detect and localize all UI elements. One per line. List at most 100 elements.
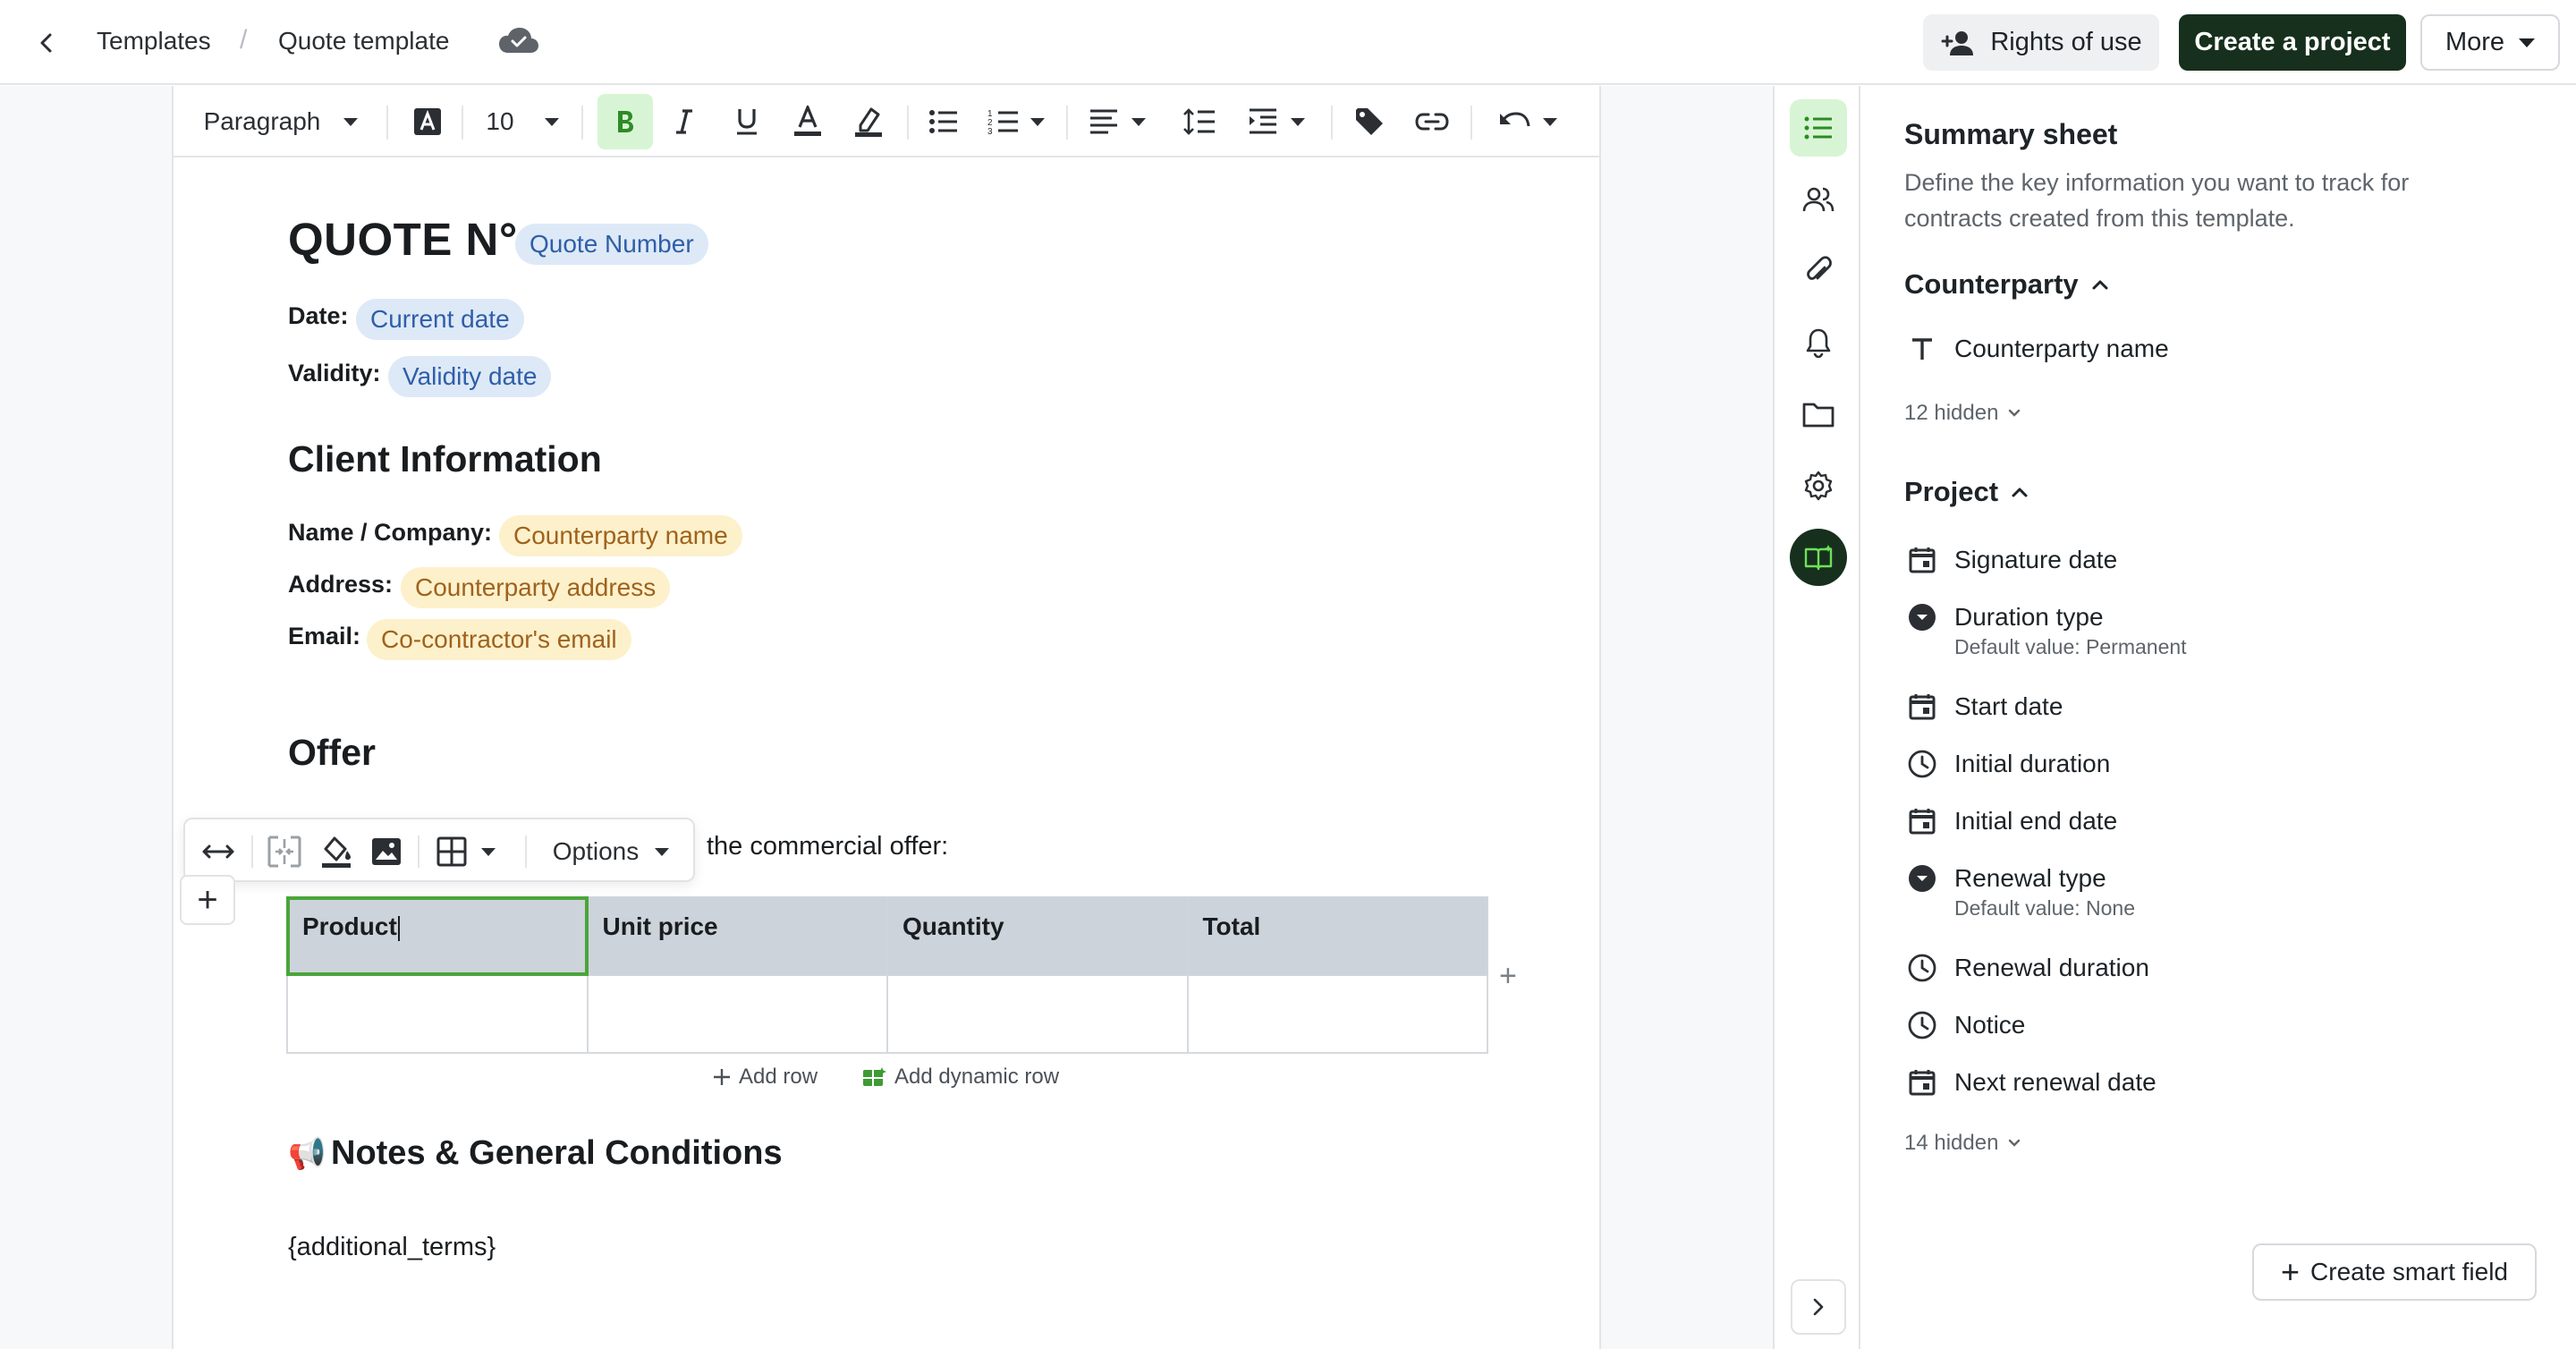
calendar-icon bbox=[1904, 689, 1940, 725]
underline-icon[interactable] bbox=[724, 100, 769, 143]
project-hidden-toggle[interactable]: 14 hidden bbox=[1904, 1131, 2021, 1156]
toolbar-divider bbox=[1470, 106, 1472, 140]
table-header-cell[interactable]: Unit price bbox=[586, 896, 888, 976]
table-toolbar: Options bbox=[183, 818, 695, 882]
participants-tab[interactable] bbox=[1790, 171, 1847, 228]
svg-text:3: 3 bbox=[987, 127, 993, 136]
create-project-button[interactable]: Create a project bbox=[2179, 14, 2406, 71]
counterparty-section-label: Counterparty bbox=[1904, 268, 2079, 300]
paragraph-style-select[interactable]: Paragraph bbox=[200, 100, 361, 143]
table-options-dropdown[interactable]: Options bbox=[539, 830, 682, 873]
counterparty-section-toggle[interactable]: Counterparty bbox=[1904, 268, 2109, 301]
attachments-tab[interactable] bbox=[1790, 242, 1847, 300]
counterparty-address-chip[interactable]: Counterparty address bbox=[401, 567, 671, 608]
add-column-button[interactable]: + bbox=[1499, 959, 1517, 993]
resize-width-icon[interactable] bbox=[196, 830, 241, 873]
caret-down-icon bbox=[1030, 117, 1045, 126]
line-height-icon[interactable] bbox=[1177, 100, 1222, 143]
plus-icon: + bbox=[2281, 1253, 2301, 1290]
bullet-list-icon[interactable] bbox=[921, 100, 966, 143]
create-smart-field-button[interactable]: + Create smart field bbox=[2252, 1243, 2537, 1301]
add-block-button[interactable]: + bbox=[180, 875, 235, 925]
merge-cells-icon[interactable] bbox=[262, 830, 307, 873]
chevron-down-icon bbox=[2009, 1139, 2021, 1147]
indent-icon[interactable] bbox=[1238, 100, 1315, 143]
current-date-chip[interactable]: Current date bbox=[356, 299, 524, 340]
table-grid-icon[interactable] bbox=[428, 830, 504, 873]
add-dynamic-row-button[interactable]: Add dynamic row bbox=[862, 1065, 1059, 1090]
co-contractor-email-chip[interactable]: Co-contractor's email bbox=[367, 619, 631, 660]
back-button[interactable] bbox=[25, 25, 68, 61]
field-name: Signature date bbox=[1954, 546, 2118, 573]
italic-icon[interactable] bbox=[662, 100, 707, 143]
text-cursor bbox=[397, 915, 400, 941]
field-initial-end-date[interactable]: Initial end date bbox=[1904, 803, 2117, 839]
add-person-icon bbox=[1941, 30, 1974, 55]
add-dynamic-row-label: Add dynamic row bbox=[894, 1065, 1060, 1089]
svg-text:2: 2 bbox=[987, 118, 993, 128]
dynamic-row-icon bbox=[863, 1067, 886, 1086]
more-label: More bbox=[2445, 28, 2505, 56]
validity-date-chip[interactable]: Validity date bbox=[388, 356, 552, 397]
counterparty-name-chip[interactable]: Counterparty name bbox=[499, 515, 742, 556]
folder-tab[interactable] bbox=[1790, 386, 1847, 443]
field-name: Next renewal date bbox=[1954, 1068, 2157, 1096]
field-name: Renewal duration bbox=[1954, 954, 2149, 981]
notifications-tab[interactable] bbox=[1790, 314, 1847, 371]
breadcrumb-separator: / bbox=[240, 25, 248, 55]
more-button[interactable]: More bbox=[2420, 14, 2560, 71]
validity-label: Validity: bbox=[288, 360, 381, 386]
quote-number-chip[interactable]: Quote Number bbox=[515, 224, 708, 265]
field-start-date[interactable]: Start date bbox=[1904, 689, 2063, 725]
rights-of-use-button[interactable]: Rights of use bbox=[1923, 14, 2159, 71]
field-name: Notice bbox=[1954, 1011, 2026, 1039]
table-cell[interactable] bbox=[586, 974, 888, 1054]
text-color-box-icon[interactable] bbox=[408, 100, 447, 143]
field-default-value: Default value: None bbox=[1954, 896, 2136, 920]
field-notice[interactable]: Notice bbox=[1904, 1007, 2025, 1043]
table-cell[interactable] bbox=[1186, 974, 1488, 1054]
summary-sheet-tab[interactable] bbox=[1790, 99, 1847, 157]
counterparty-hidden-toggle[interactable]: 12 hidden bbox=[1904, 401, 2021, 426]
tag-icon[interactable] bbox=[1347, 100, 1392, 143]
image-icon[interactable] bbox=[364, 830, 409, 873]
project-section-toggle[interactable]: Project bbox=[1904, 476, 2029, 508]
chevron-up-icon bbox=[2092, 280, 2108, 290]
client-information-heading: Client Information bbox=[288, 438, 602, 479]
bold-icon[interactable] bbox=[597, 94, 653, 149]
gear-icon bbox=[1804, 471, 1833, 501]
add-row-button[interactable]: Add row bbox=[712, 1065, 818, 1090]
table-header-cell[interactable]: Quantity bbox=[886, 896, 1189, 976]
table-cell[interactable] bbox=[886, 974, 1189, 1054]
expand-panel-button[interactable] bbox=[1791, 1279, 1846, 1335]
megaphone-icon: 📢 bbox=[288, 1136, 326, 1172]
table-header-cell[interactable]: Total bbox=[1186, 896, 1488, 976]
quote-table[interactable]: Product Unit price Quantity Total bbox=[286, 896, 1488, 1054]
link-icon[interactable] bbox=[1410, 100, 1454, 143]
field-initial-duration[interactable]: Initial duration bbox=[1904, 746, 2110, 782]
table-cell[interactable] bbox=[286, 974, 589, 1054]
field-signature-date[interactable]: Signature date bbox=[1904, 542, 2117, 578]
undo-icon[interactable] bbox=[1485, 100, 1571, 143]
settings-tab[interactable] bbox=[1790, 457, 1847, 514]
hidden-count: 12 hidden bbox=[1904, 401, 1999, 425]
font-size-select[interactable]: 10 bbox=[478, 100, 567, 143]
panel-description: Define the key information you want to t… bbox=[1904, 169, 2410, 232]
font-color-icon[interactable] bbox=[785, 100, 830, 143]
cell-fill-color-icon[interactable] bbox=[314, 830, 359, 873]
table-header-cell[interactable]: Product bbox=[286, 896, 589, 976]
field-renewal-duration[interactable]: Renewal duration bbox=[1904, 950, 2149, 986]
highlight-icon[interactable] bbox=[846, 100, 891, 143]
rights-of-use-label: Rights of use bbox=[1990, 28, 2142, 56]
list-icon bbox=[1804, 116, 1832, 140]
align-icon[interactable] bbox=[1079, 100, 1156, 143]
field-counterparty-name[interactable]: Counterparty name bbox=[1904, 331, 2169, 367]
field-next-renewal-date[interactable]: Next renewal date bbox=[1904, 1065, 2157, 1100]
smart-fields-tab[interactable] bbox=[1790, 529, 1847, 586]
toolbar-divider bbox=[251, 836, 253, 868]
calendar-icon bbox=[1904, 542, 1940, 578]
breadcrumb-templates[interactable]: Templates bbox=[97, 27, 211, 55]
